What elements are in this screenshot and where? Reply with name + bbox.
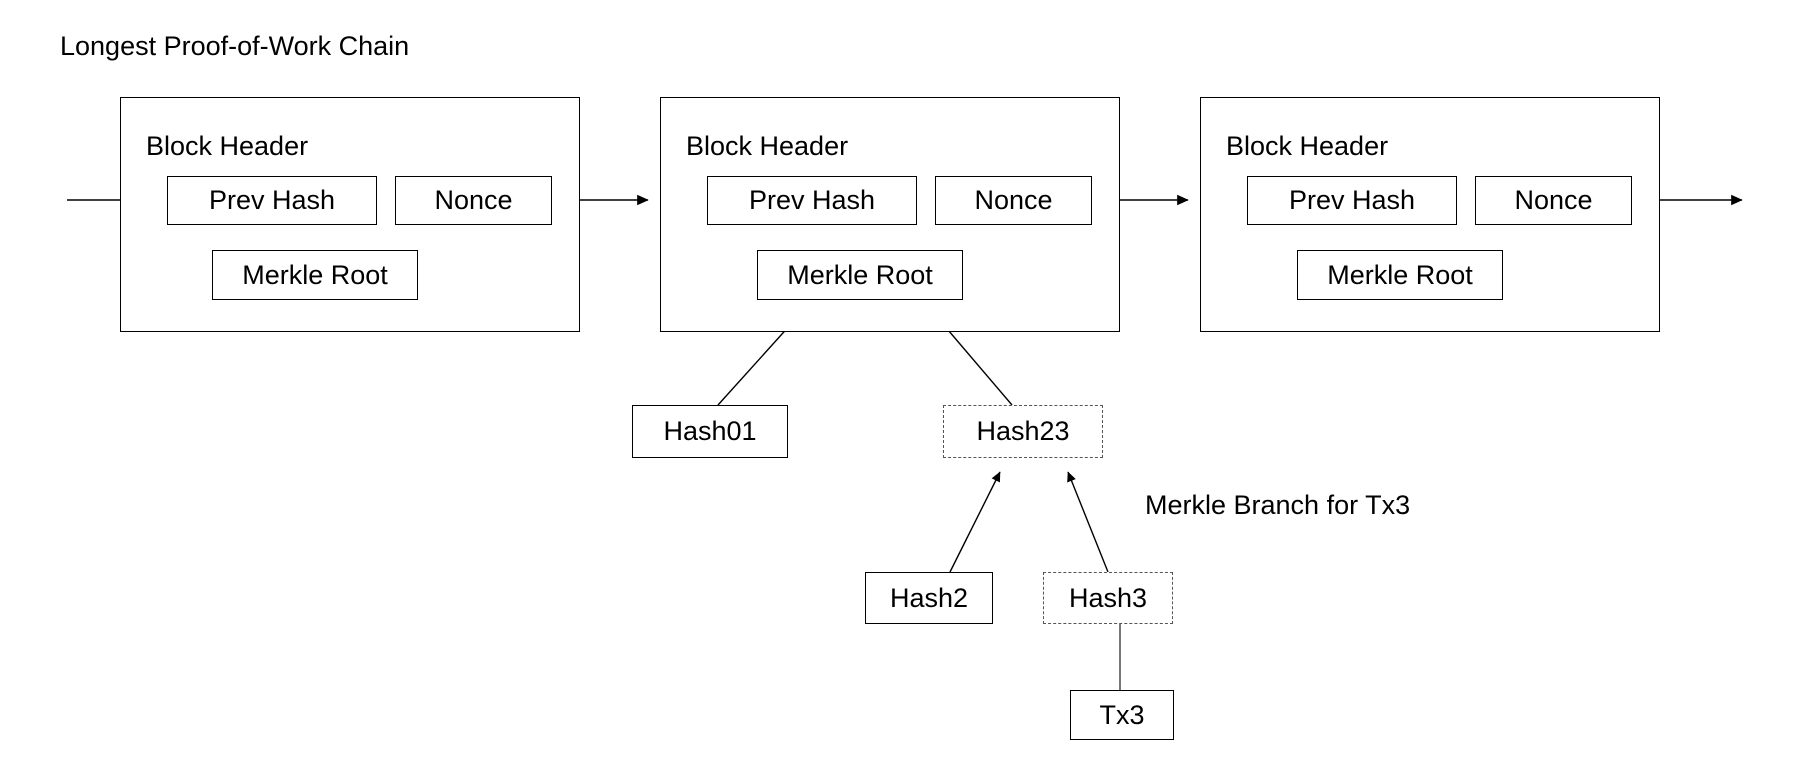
block-1-prev-hash[interactable]: Prev Hash <box>167 176 377 225</box>
edge-hash3-to-hash23 <box>1067 471 1109 573</box>
block-2-header-label: Block Header <box>686 131 849 161</box>
block-2-nonce[interactable]: Nonce <box>935 176 1092 225</box>
block-1-merkle-root[interactable]: Merkle Root <box>212 250 418 300</box>
merkle-node-hash3[interactable]: Hash3 <box>1043 572 1173 624</box>
block-2-prev-hash[interactable]: Prev Hash <box>707 176 917 225</box>
merkle-node-tx3[interactable]: Tx3 <box>1070 690 1174 740</box>
edge-hash2-to-hash23 <box>949 471 1001 573</box>
merkle-branch-caption: Merkle Branch for Tx3 <box>1145 490 1411 520</box>
block-1-header-label: Block Header <box>146 131 309 161</box>
merkle-node-hash23[interactable]: Hash23 <box>943 405 1103 458</box>
merkle-node-hash01[interactable]: Hash01 <box>632 405 788 458</box>
block-1-nonce[interactable]: Nonce <box>395 176 552 225</box>
block-3-header-label: Block Header <box>1226 131 1389 161</box>
block-2-merkle-root[interactable]: Merkle Root <box>757 250 963 300</box>
block-3-nonce[interactable]: Nonce <box>1475 176 1632 225</box>
block-3-prev-hash[interactable]: Prev Hash <box>1247 176 1457 225</box>
diagram-title: Longest Proof-of-Work Chain <box>60 31 410 61</box>
block-3-merkle-root[interactable]: Merkle Root <box>1297 250 1503 300</box>
merkle-node-hash2[interactable]: Hash2 <box>865 572 993 624</box>
